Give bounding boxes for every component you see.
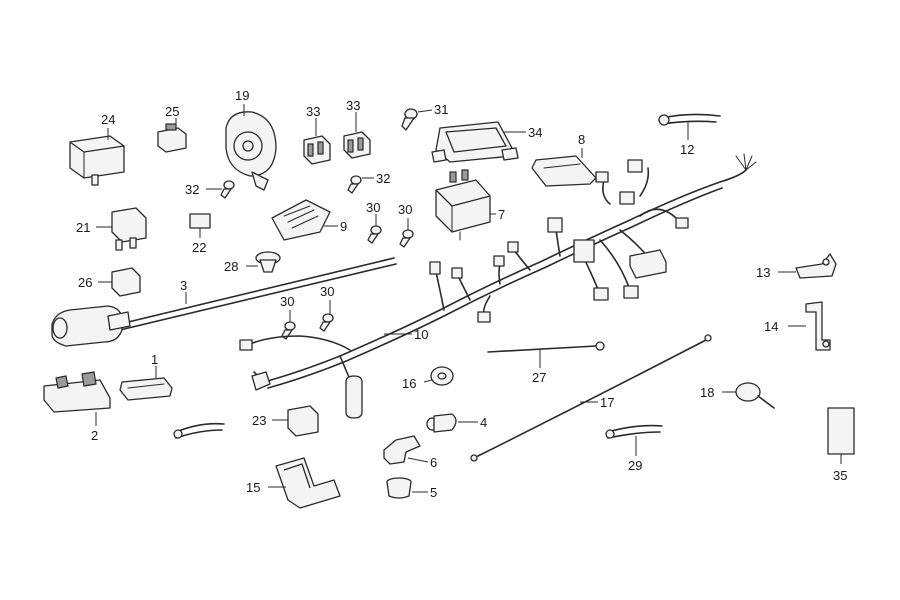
cable-tie	[173, 422, 225, 439]
part-8-plate	[531, 148, 597, 187]
callout-5: 5	[430, 485, 437, 500]
callout-4: 4	[480, 415, 487, 430]
part-24-relay	[69, 128, 125, 186]
callout-13: 13	[756, 265, 770, 280]
part-1-cover	[119, 366, 173, 401]
part-15-cover	[268, 457, 341, 509]
part-30-screw-c	[281, 310, 296, 340]
part-35-label	[827, 407, 855, 464]
callout-15: 15	[246, 480, 260, 495]
callout-30-c: 30	[280, 294, 294, 309]
callout-12: 12	[680, 142, 694, 157]
part-14-bracket	[788, 301, 831, 351]
part-7-cdi-unit	[435, 169, 496, 241]
part-34-bracket	[431, 121, 526, 163]
part-21-relay	[96, 207, 147, 251]
part-17-cable	[470, 334, 712, 462]
callout-27: 27	[532, 370, 546, 385]
callout-32-b: 32	[376, 171, 390, 186]
part-10-wiring-harness	[239, 153, 757, 419]
part-3-ignition-coil	[51, 257, 397, 347]
callout-10: 10	[414, 327, 428, 342]
part-29-cable-tie	[605, 424, 663, 456]
callout-23: 23	[252, 413, 266, 428]
callout-19: 19	[235, 88, 249, 103]
callout-7: 7	[498, 207, 505, 222]
part-6-plug-cap	[383, 435, 429, 465]
callout-3: 3	[180, 278, 187, 293]
callout-30-d: 30	[320, 284, 334, 299]
part-30-screw-b	[399, 218, 414, 248]
callout-8: 8	[578, 132, 585, 147]
callout-1: 1	[151, 352, 158, 367]
callout-17: 17	[600, 395, 614, 410]
part-28-grommet	[246, 251, 281, 273]
part-25-connector	[157, 118, 187, 153]
callout-32-a: 32	[185, 182, 199, 197]
part-18-sensor	[722, 382, 775, 409]
callout-18: 18	[700, 385, 714, 400]
callout-24: 24	[101, 112, 115, 127]
callout-31: 31	[434, 102, 448, 117]
part-9-regulator	[271, 199, 338, 241]
part-32-screw-a	[206, 180, 235, 199]
part-13-bracket	[778, 253, 837, 279]
callout-26: 26	[78, 275, 92, 290]
callout-34: 34	[528, 125, 542, 140]
part-30-screw-a	[367, 214, 382, 244]
part-26-connector	[98, 267, 141, 297]
part-22-fuse	[189, 213, 211, 238]
callout-16: 16	[402, 376, 416, 391]
callout-33-b: 33	[346, 98, 360, 113]
part-33-fuse-holder-b	[343, 112, 371, 159]
part-31-screw	[401, 108, 433, 131]
part-2-rectifier	[43, 371, 111, 426]
callout-30-b: 30	[398, 202, 412, 217]
part-19-horn	[225, 104, 277, 191]
part-12-cable-tie	[658, 113, 721, 140]
part-32-screw-b	[347, 175, 374, 194]
callout-30-a: 30	[366, 200, 380, 215]
part-16-grommet	[423, 366, 454, 386]
callout-33-a: 33	[306, 104, 320, 119]
callout-22: 22	[192, 240, 206, 255]
callout-29: 29	[628, 458, 642, 473]
callout-21: 21	[76, 220, 90, 235]
part-4-terminal	[426, 413, 478, 433]
callout-9: 9	[340, 219, 347, 234]
callout-2: 2	[91, 428, 98, 443]
callout-25: 25	[165, 104, 179, 119]
callout-14: 14	[764, 319, 778, 334]
part-27-ground-wire	[487, 341, 605, 368]
callout-6: 6	[430, 455, 437, 470]
callout-35: 35	[833, 468, 847, 483]
part-30-screw-d	[319, 300, 334, 332]
callout-28: 28	[224, 259, 238, 274]
part-33-fuse-holder-a	[303, 118, 331, 165]
part-23-connector	[272, 405, 319, 437]
part-5-cap	[386, 477, 428, 499]
